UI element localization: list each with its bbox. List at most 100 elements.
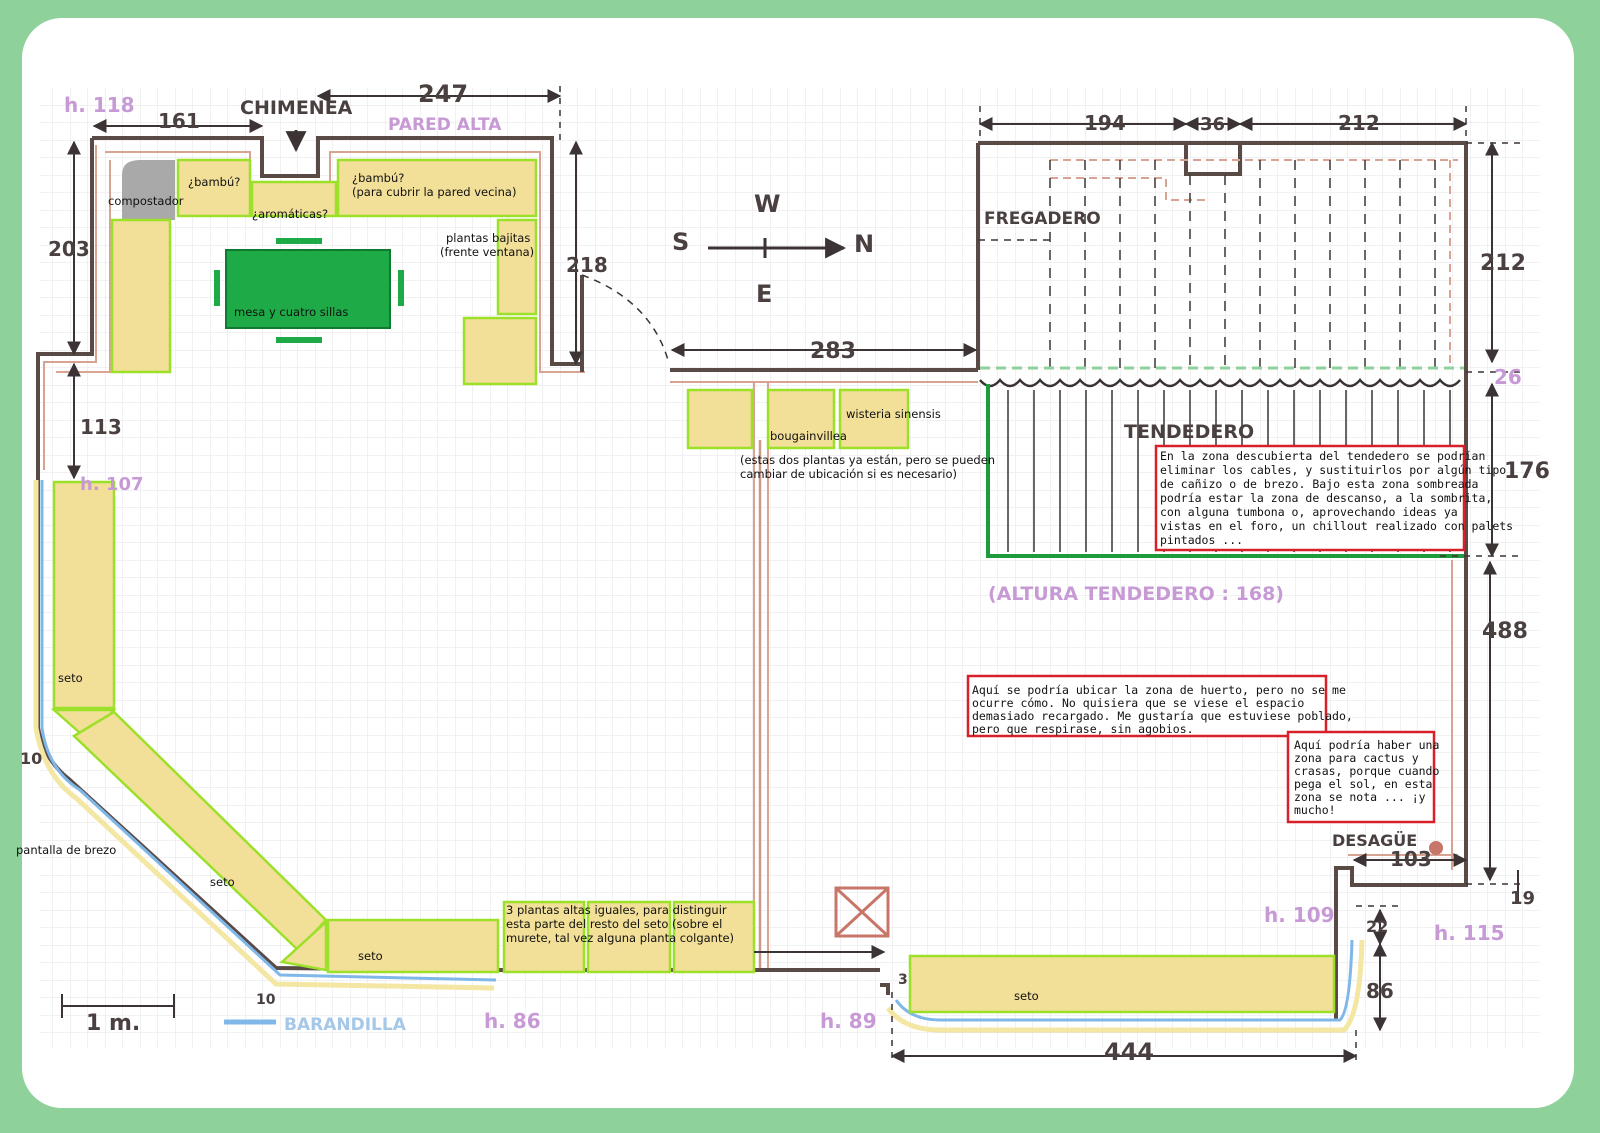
dim-10a: 10 [20, 749, 42, 768]
dim-176: 176 [1504, 459, 1550, 484]
compass-n: N [854, 230, 874, 258]
height-86: h. 86 [484, 1009, 541, 1033]
railing-label: BARANDILLA [284, 1015, 407, 1035]
bed-tall-3 [672, 900, 756, 974]
bed-wisteria [838, 388, 910, 450]
compostador-shape [122, 160, 175, 220]
note-tendedero-line: pintados ... [1160, 533, 1243, 547]
label-plantas-bajitas-line1: plantas bajitas [446, 231, 530, 245]
bed-seto-1 [52, 480, 116, 710]
label-seto-4: seto [1014, 989, 1039, 1003]
note-tendedero-line: eliminar los cables, y sustituirlos por … [1160, 463, 1506, 477]
zone-chimenea: CHIMENEA [240, 97, 353, 119]
dim-113: 113 [80, 415, 122, 439]
label-pantalla: pantalla de brezo [16, 843, 116, 857]
dim-10b: 10 [256, 992, 276, 1008]
bed-plant-a [686, 388, 754, 450]
label-estas-line1: (estas dos plantas ya están, pero se pue… [740, 453, 995, 467]
label-aromaticas: ¿aromáticas? [252, 207, 328, 221]
note-huerto-line: Aquí se podría ubicar la zona de huerto,… [972, 683, 1346, 697]
height-107: h. 107 [80, 474, 144, 495]
bed-bougainvillea [766, 388, 836, 450]
note-tendedero-line: con alguna tumbona o, aprovechando ideas… [1160, 505, 1458, 519]
compass-e: E [756, 280, 772, 308]
note-cactus-line: Aquí podría haber una [1294, 738, 1439, 752]
bed-plantas-bajitas [496, 218, 538, 316]
dim-488: 488 [1482, 619, 1528, 644]
chair-bottom [276, 337, 322, 343]
scale-label: 1 m. [86, 1011, 140, 1036]
desague-mark [1429, 841, 1443, 855]
note-cactus-line: mucho! [1294, 803, 1336, 817]
zone-pared-alta: PARED ALTA [388, 115, 502, 135]
compass: W S N E [672, 190, 874, 308]
bed-tall-1 [502, 900, 586, 974]
dim-36: 36 [1200, 114, 1225, 135]
label-tres-line2: esta parte del resto del seto (sobre el [506, 917, 722, 931]
bed-bambu-2 [336, 158, 538, 218]
bed-aromaticas [250, 180, 338, 218]
height-115: h. 115 [1434, 921, 1505, 945]
dim-203: 203 [48, 237, 90, 261]
note-tendedero-line: podría estar la zona de descanso, a la s… [1160, 491, 1492, 505]
bed-window-corner [462, 316, 538, 386]
note-cactus-line: zona se nota ... ¡y [1294, 790, 1426, 804]
dim-3: 3 [898, 972, 908, 988]
bed-left-upper [110, 218, 172, 374]
label-mesa: mesa y cuatro sillas [234, 305, 348, 319]
note-cactus-line: zona para cactus y [1294, 751, 1419, 765]
label-tres-line3: murete, tal vez alguna planta colgante) [506, 931, 734, 945]
table [225, 249, 391, 329]
bed-seto-3 [326, 918, 500, 974]
note-tendedero: En la zona descubierta del tendedero se … [1154, 444, 1513, 552]
bed-seto-corner-2 [279, 919, 328, 972]
dim-283: 283 [810, 339, 856, 364]
label-wisteria: wisteria sinensis [846, 407, 941, 421]
compass-s: S [672, 228, 689, 256]
dim-22: 22 [1366, 917, 1388, 936]
dim-26: 26 [1494, 365, 1522, 389]
height-89: h. 89 [820, 1009, 877, 1033]
height-109: h. 109 [1264, 903, 1335, 927]
dim-194: 194 [1084, 111, 1126, 135]
label-bambu-2-line2: (para cubrir la pared vecina) [352, 185, 516, 199]
dimension-labels: 161 247 203 218 113 10 10 194 36 212 283… [20, 80, 1550, 1066]
plant-labels: compostador ¿bambú? ¿aromáticas? ¿bambú?… [16, 171, 1039, 1003]
label-plantas-bajitas-line2: (frente ventana) [440, 245, 534, 259]
dimension-lines [61, 86, 1520, 1063]
dim-103: 103 [1390, 847, 1432, 871]
dim-86: 86 [1366, 979, 1394, 1003]
note-cactus-line: crasas, porque cuando [1294, 764, 1439, 778]
zone-titles: h. 118 h. 107 h. 86 h. 89 h. 109 h. 115 … [64, 93, 1505, 1036]
label-bambu-1: ¿bambú? [188, 175, 240, 189]
dim-212-right: 212 [1480, 251, 1526, 276]
label-seto-1: seto [58, 671, 83, 685]
zone-fregadero: FREGADERO [984, 209, 1101, 229]
compass-w: W [754, 190, 780, 218]
label-seto-2: seto [210, 875, 235, 889]
zone-altura-tendedero: (ALTURA TENDEDERO : 168) [988, 583, 1284, 605]
note-huerto-line: ocurre cómo. No quisiera que se viese el… [972, 696, 1304, 710]
label-compostador: compostador [108, 194, 184, 208]
planting-beds [50, 158, 1336, 1014]
chair-left [214, 270, 220, 306]
height-118: h. 118 [64, 93, 135, 117]
bed-seto-4 [908, 954, 1336, 1014]
table-and-chairs [214, 238, 404, 343]
dim-212-top: 212 [1338, 111, 1380, 135]
note-tendedero-line: vistas en el foro, un chillout realizado… [1160, 519, 1513, 533]
zone-desague: DESAGÜE [1332, 831, 1417, 850]
label-estas-line2: cambiar de ubicación si es necesario) [740, 467, 957, 481]
dim-19: 19 [1510, 888, 1535, 909]
drain-box [754, 886, 890, 959]
label-seto-3: seto [358, 949, 383, 963]
label-bougainvillea: bougainvillea [770, 429, 847, 443]
label-bambu-2-line1: ¿bambú? [352, 171, 404, 185]
note-huerto-line: pero que respirase, sin agobios. [972, 722, 1194, 736]
dim-444: 444 [1104, 1038, 1154, 1066]
chair-top [276, 238, 322, 244]
dim-247: 247 [418, 80, 468, 108]
note-cactus-line: pega el sol, en esta [1294, 777, 1432, 791]
